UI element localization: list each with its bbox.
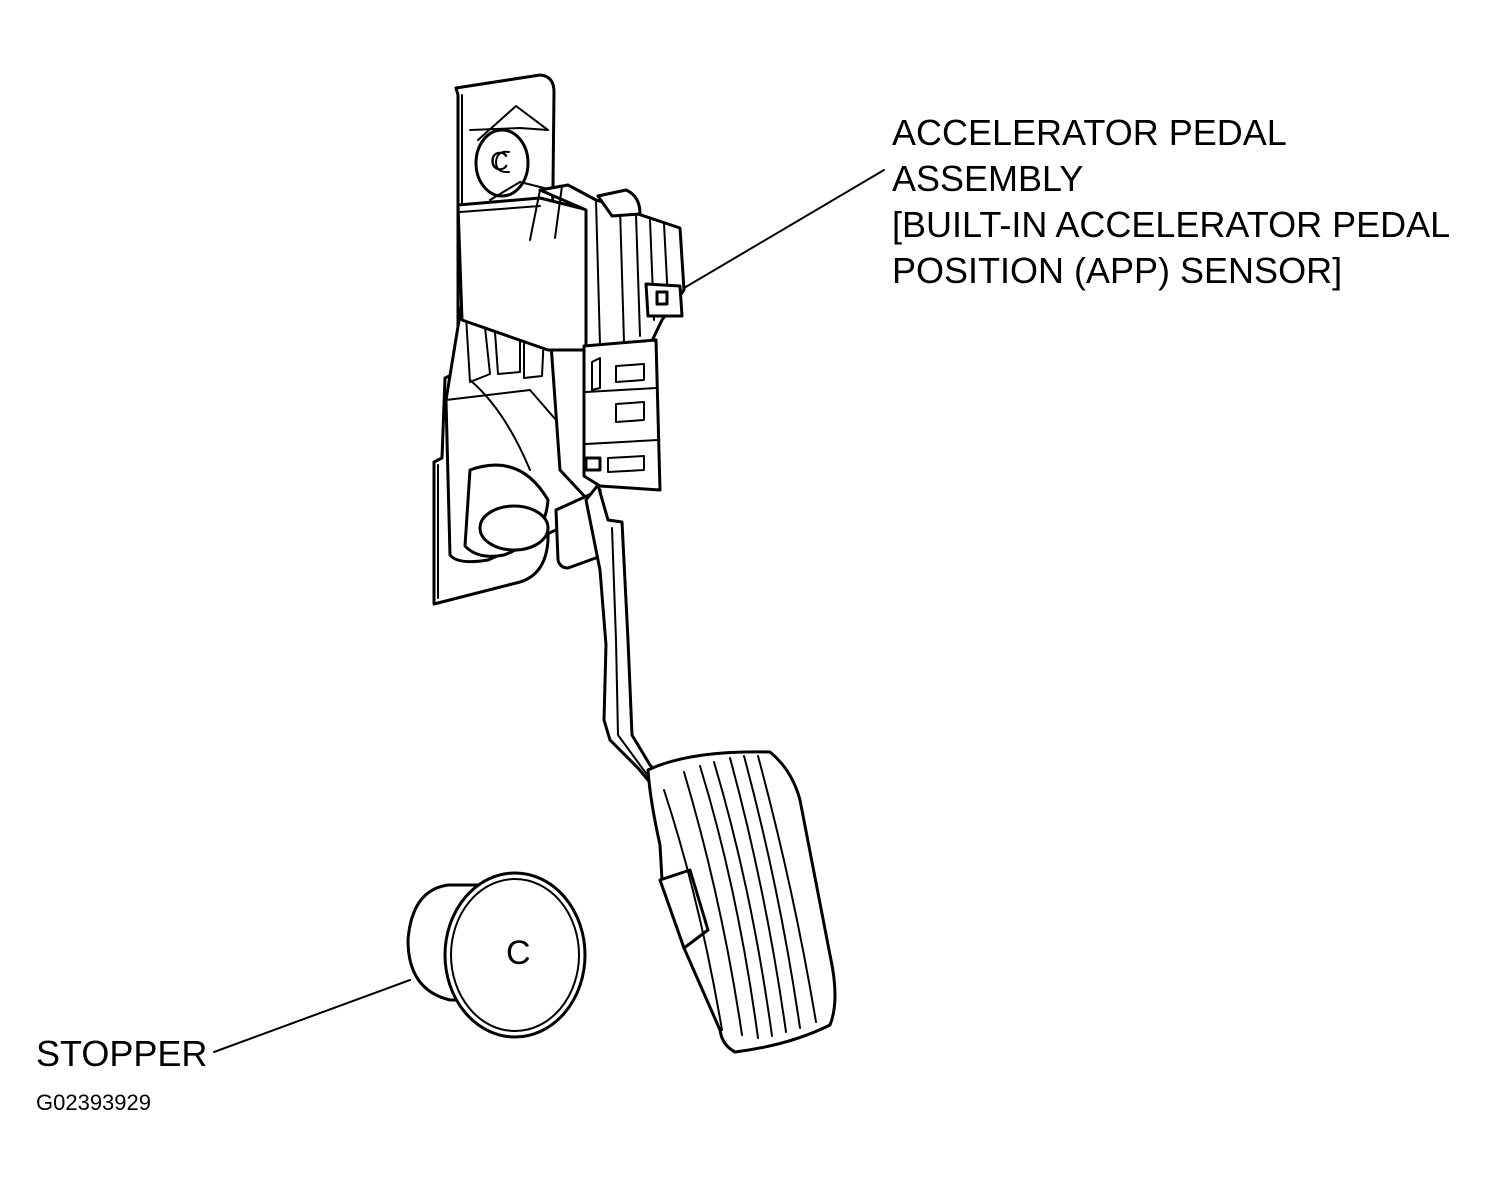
callout-line: ASSEMBLY [892, 158, 1084, 199]
pedal-arm [584, 483, 670, 794]
stopper-callout: STOPPER [36, 1033, 208, 1074]
callout-line: [BUILT-IN ACCELERATOR PEDAL [892, 204, 1451, 245]
pedal-pad [646, 750, 837, 1054]
figure-id: G02393929 [36, 1090, 151, 1115]
stopper-leader-line [213, 979, 411, 1053]
app-sensor-housing [456, 183, 686, 354]
stopper [406, 871, 587, 1039]
assembly-leader-line [683, 169, 885, 289]
bracket-hole-mark: C [490, 146, 509, 176]
callout-line: POSITION (APP) SENSOR] [892, 250, 1343, 291]
sensor-connector [582, 338, 662, 492]
stopper-center-mark: C [506, 934, 531, 972]
accelerator-pedal-assembly-callout: ACCELERATOR PEDAL ASSEMBLY [BUILT-IN ACC… [892, 110, 1450, 294]
lever-housing [444, 300, 606, 570]
callout-line: ACCELERATOR PEDAL [892, 112, 1287, 153]
